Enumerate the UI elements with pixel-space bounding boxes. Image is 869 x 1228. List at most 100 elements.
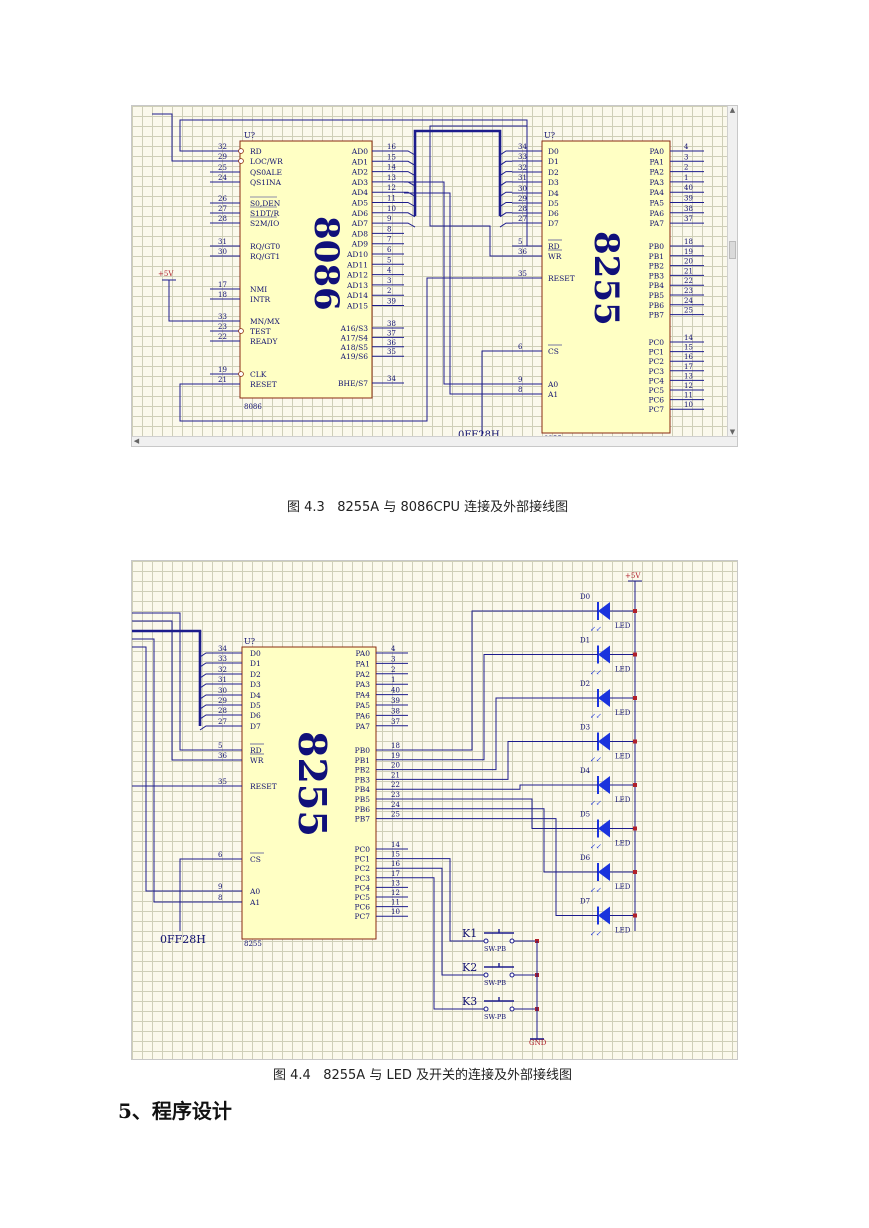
pin-number: 36 — [387, 339, 396, 347]
pin-number: 2 — [387, 287, 391, 295]
scroll-down-icon[interactable]: ▼ — [729, 428, 736, 436]
chip-8255-body — [541, 140, 671, 434]
inverter-bubble — [238, 328, 244, 334]
led-label: LED — [615, 883, 631, 891]
pin-name: PC7 — [354, 912, 370, 921]
scroll-thumb[interactable] — [729, 241, 736, 259]
pin-number: 3 — [684, 153, 688, 161]
pin-name: PB3 — [649, 271, 665, 280]
pin-number: 36 — [218, 752, 227, 760]
pin-number: 12 — [684, 382, 693, 390]
switch-contact — [483, 938, 489, 944]
pin-number: 2 — [391, 666, 395, 674]
pin-name: D4 — [250, 691, 261, 700]
bus-entry — [199, 673, 212, 679]
bus-entry — [404, 171, 416, 177]
cs-wire — [179, 858, 212, 931]
pb-led-wire — [408, 818, 598, 916]
led-ref: D6 — [580, 854, 591, 862]
pin-name: RQ/GT0 — [250, 242, 280, 251]
led-emit-icon: ↙↙ — [590, 756, 602, 764]
pin-name: QS0ALE — [250, 168, 282, 177]
vertical-scrollbar[interactable]: ▲ ▼ — [727, 106, 737, 437]
led-ref: D2 — [580, 680, 590, 688]
pin-name: READY — [250, 337, 279, 346]
pin-name: PB3 — [355, 775, 371, 784]
pin-number: 30 — [218, 248, 227, 256]
pin-name: A16/S3 — [340, 324, 369, 333]
bus-entry — [499, 150, 512, 156]
pin-name: AD10 — [346, 250, 368, 259]
pin-name: PB2 — [649, 262, 665, 271]
led-label: LED — [615, 622, 631, 630]
pin-name: AD3 — [351, 178, 368, 187]
pin-number: 24 — [684, 297, 693, 305]
led-triangle-icon — [598, 602, 610, 620]
led-label: LED — [615, 709, 631, 717]
junction-dot — [633, 913, 637, 918]
pb-led-wire — [408, 610, 598, 751]
pin-number: 15 — [387, 153, 396, 161]
pin-name: AD1 — [351, 157, 368, 166]
pin-number: 25 — [218, 164, 227, 172]
scroll-up-icon[interactable]: ▲ — [729, 106, 736, 114]
pin-name: D3 — [548, 178, 559, 187]
pin-name: PA1 — [649, 157, 664, 166]
junction-dot — [633, 739, 637, 744]
led-ref: D3 — [580, 724, 590, 732]
bus-entry — [499, 160, 512, 166]
pin-number: 17 — [684, 363, 693, 371]
pin-name: S0,DEN — [250, 199, 281, 208]
pin-name: PA0 — [649, 147, 664, 156]
pin-name: QS1INA — [250, 178, 282, 187]
pin-name: PA1 — [355, 659, 370, 668]
pin-name: AD5 — [351, 199, 368, 208]
pin-name: PC5 — [354, 893, 370, 902]
pin-name: A17/S4 — [340, 333, 369, 342]
led-triangle-icon — [598, 906, 610, 925]
figure-caption-4-4: 图 4.4 8255A 与 LED 及开关的连接及外部接线图 — [273, 1068, 573, 1083]
pin-number: 31 — [218, 676, 227, 684]
junction-dot — [633, 609, 637, 613]
pin-number: 25 — [391, 811, 400, 819]
chip-part-name: 8086 — [244, 403, 262, 411]
pin-name: D6 — [548, 209, 559, 218]
bus-entry — [499, 222, 512, 228]
pin-number: 11 — [391, 899, 400, 907]
pin-number: 13 — [391, 879, 400, 887]
pin-number: 37 — [387, 329, 396, 337]
figure-caption-4-3: 图 4.3 8255A 与 8086CPU 连接及外部接线图 — [287, 500, 569, 515]
switch-contact — [509, 938, 515, 944]
pin-number: 11 — [387, 195, 396, 203]
pin-number: 31 — [518, 174, 527, 182]
inverter-bubble — [238, 371, 244, 377]
data-bus — [413, 129, 502, 216]
pin-name: PC2 — [648, 357, 664, 366]
pin-name: PC4 — [354, 883, 370, 892]
pin-number: 39 — [684, 195, 693, 203]
bus-entry — [199, 652, 212, 658]
pin-number: 30 — [218, 687, 227, 695]
pin-name: CS — [250, 855, 261, 864]
led-triangle-icon — [598, 819, 610, 838]
switch-part: SW-PB — [484, 945, 506, 953]
horizontal-scrollbar[interactable]: ◀ — [132, 436, 737, 446]
switch-ref: K1 — [462, 927, 477, 940]
scroll-left-icon[interactable]: ◀ — [133, 437, 140, 445]
pin-name: PC2 — [354, 864, 370, 873]
pc-switch-wire — [408, 867, 484, 976]
led-triangle-icon — [598, 863, 610, 881]
pin-number: 17 — [218, 281, 227, 289]
pin-number: 23 — [391, 791, 400, 799]
pin-name: RESET — [250, 380, 277, 389]
pin-name: AD15 — [346, 302, 368, 311]
pin-name: A1 — [249, 898, 260, 907]
pin-number: 16 — [684, 353, 693, 361]
pb-led-wire — [408, 784, 598, 790]
junction-dot — [633, 826, 637, 831]
